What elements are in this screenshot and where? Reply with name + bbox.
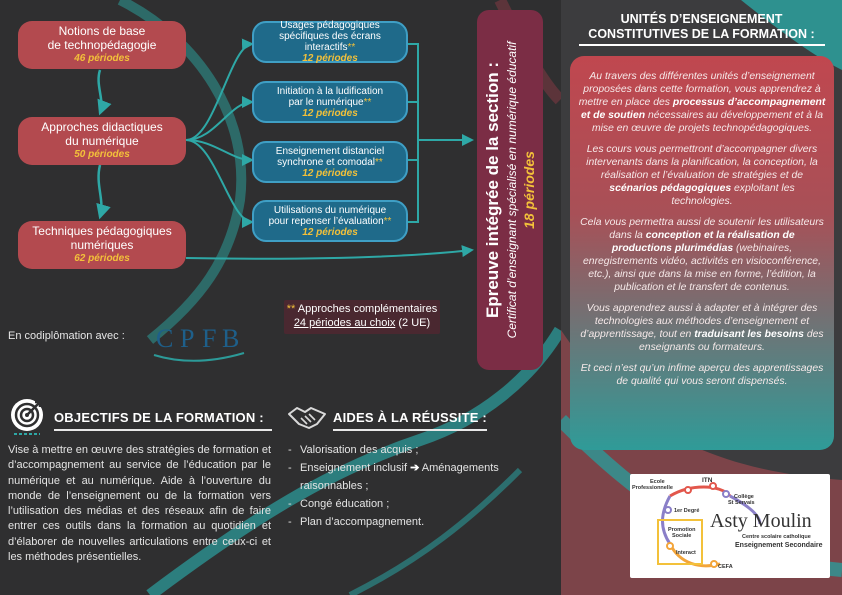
emphasis: traduisant les besoins xyxy=(694,329,804,340)
module-title: Utilisations du numérique pour repenser … xyxy=(268,204,387,227)
module-hours: 12 périodes xyxy=(302,167,358,179)
paragraph: Cela vous permettra aussi de soutenir le… xyxy=(580,217,824,293)
module-hours: 50 périodes xyxy=(74,149,130,160)
emphasis: conception et la réalisation de producti… xyxy=(611,230,795,254)
aides-title: AIDES À LA RÉUSSITE : xyxy=(333,410,487,425)
right-title-line2: CONSTITUTIVES DE LA FORMATION : xyxy=(588,27,815,41)
objectifs-text: Vise à mettre en œuvre des stratégies de… xyxy=(8,444,271,564)
module-hours: 12 périodes xyxy=(302,53,358,64)
codiplomation-label: En codiplômation avec : xyxy=(8,330,125,342)
asty-sub2: Enseignement Secondaire xyxy=(735,542,823,549)
star-marker: ** xyxy=(375,156,383,168)
star-marker: ** xyxy=(286,303,296,315)
module-techniques-pedagogiques: Techniques pédagogiques numériques 62 pé… xyxy=(18,221,186,269)
paragraph: Vous apprendrez aussi à adapter et à int… xyxy=(580,303,824,353)
paragraph: Les cours vous permettront d’accompagner… xyxy=(586,144,818,207)
asty-sub1: Centre scolaire catholique xyxy=(742,534,811,540)
epreuve-integree-box: Epreuve intégrée de la section : Certifi… xyxy=(477,10,543,370)
aides-underline xyxy=(333,429,487,431)
module-evaluation: Utilisations du numérique pour repenser … xyxy=(252,200,408,242)
module-hours: 12 périodes xyxy=(302,107,358,119)
list-item: Enseignement inclusif ➔ Aménagements rai… xyxy=(286,459,546,495)
module-hours: 62 périodes xyxy=(74,253,130,264)
module-title: Notions de base de technopédagogie xyxy=(47,24,157,52)
epreuve-hours: 18 périodes xyxy=(521,151,537,229)
module-ecrans-interactifs: Usages pédagogiques spécifiques des écra… xyxy=(252,20,408,64)
list-item-text: Enseignement inclusif xyxy=(300,462,408,474)
cpfb-letter: C xyxy=(156,324,173,353)
objectifs-title: OBJECTIFS DE LA FORMATION : xyxy=(54,410,264,425)
paragraph: Et ceci n’est qu’un infime aperçu des ap… xyxy=(580,363,824,387)
module-notions-de-base: Notions de base de technopédagogie 46 pé… xyxy=(18,21,186,69)
handshake-icon xyxy=(288,407,326,429)
complementary-choice: 24 périodes au choix xyxy=(293,317,396,329)
asty-name: Asty Moulin xyxy=(710,510,812,532)
list-item-text-after: Aménagements raisonnables ; xyxy=(300,462,499,492)
star-marker: ** xyxy=(383,215,392,227)
complementary-label: Approches complémentaires xyxy=(295,303,438,315)
objectifs-underline xyxy=(54,429,272,431)
right-title-underline xyxy=(578,44,825,46)
emphasis: scénarios pédagogiques xyxy=(609,183,732,194)
module-title: Initiation à la ludification par le numé… xyxy=(276,85,384,108)
complementary-approaches: ** Approches complémentaires 24 périodes… xyxy=(284,300,440,334)
list-item: Congé éducation ; xyxy=(286,495,546,513)
module-enseignement-distanciel: Enseignement distanciel synchrone et com… xyxy=(252,141,408,183)
target-icon xyxy=(11,399,43,435)
epreuve-title: Epreuve intégrée de la section : xyxy=(483,61,502,319)
list-item-text: Valorisation des acquis ; xyxy=(300,444,419,456)
list-item-text: Plan d’accompagnement. xyxy=(300,516,425,528)
paragraph: Au travers des différentes unités d’ense… xyxy=(578,71,826,134)
module-approches-didactiques: Approches didactiques du numérique 50 pé… xyxy=(18,117,186,165)
cpfb-logo: C P F B xyxy=(153,324,245,362)
star-marker: ** xyxy=(363,96,372,108)
svg-text:1er Degré: 1er Degré xyxy=(674,508,699,514)
emphasis: processus d’accompagnement et de soutien xyxy=(580,97,826,121)
cpfb-letter: P xyxy=(180,324,194,353)
list-item: Plan d’accompagnement. xyxy=(286,513,546,531)
module-title: Approches didactiques du numérique xyxy=(41,120,163,148)
cpfb-letter: B xyxy=(222,324,239,353)
svg-text:ITN: ITN xyxy=(702,477,713,484)
svg-text:Interact: Interact xyxy=(676,550,696,556)
module-title: Usages pédagogiques spécifiques des écra… xyxy=(279,20,381,53)
cpfb-letter: F xyxy=(202,324,216,353)
module-title: Enseignement distanciel synchrone et com… xyxy=(275,145,385,168)
module-title: Techniques pédagogiques numériques xyxy=(32,224,172,252)
right-panel-title: UNITÉS D’ENSEIGNEMENT CONSTITUTIVES DE L… xyxy=(561,12,842,46)
list-item: Valorisation des acquis ; xyxy=(286,441,546,459)
star-marker: ** xyxy=(347,42,356,53)
epreuve-subtitle: Certificat d’enseignant spécialisé en nu… xyxy=(505,41,519,339)
aides-list: Valorisation des acquis ; Enseignement i… xyxy=(286,441,546,531)
list-item-text: Congé éducation ; xyxy=(300,498,390,510)
module-hours: 46 périodes xyxy=(74,53,130,64)
arrow-right-icon: ➔ xyxy=(410,462,420,474)
complementary-ue: (2 UE) xyxy=(395,317,431,329)
svg-text:CEFA: CEFA xyxy=(718,564,733,570)
right-title-line1: UNITÉS D’ENSEIGNEMENT xyxy=(620,12,783,26)
module-ludification: Initiation à la ludification par le numé… xyxy=(252,81,408,123)
right-description-box: Au travers des différentes unités d’ense… xyxy=(570,56,834,450)
module-hours: 12 périodes xyxy=(302,226,358,238)
